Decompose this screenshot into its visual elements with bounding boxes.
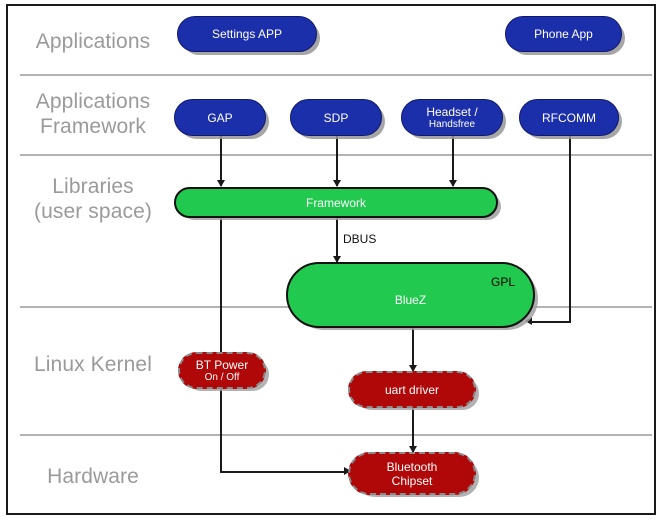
node-gap[interactable]: GAP [174, 99, 266, 136]
layer-label-linux-kernel: Linux Kernel [34, 353, 152, 376]
node-settings-app[interactable]: Settings APP [177, 16, 317, 52]
node-bluez-license-tag: GPL [490, 275, 515, 289]
node-framework[interactable]: Framework [174, 187, 498, 218]
edge-framework-to-chipset-vertical [220, 217, 222, 472]
edge-gap-to-framework [220, 136, 222, 186]
edge-framework-to-chipset-horizontal [220, 471, 348, 473]
node-framework-label: Framework [305, 195, 366, 210]
arrowhead-framework-bluez [333, 256, 341, 263]
arrowhead-rfcomm-bluez [525, 317, 532, 325]
node-phone-app-label: Phone App [534, 27, 593, 41]
node-rfcomm[interactable]: RFCOMM [519, 99, 619, 136]
node-gap-label: GAP [207, 110, 233, 125]
node-bluetooth-chipset-label: Bluetooth [386, 459, 438, 474]
node-bt-power-label: BT Power [195, 357, 249, 372]
layer-label-hardware: Hardware [47, 465, 139, 488]
edge-sdp-to-framework [336, 136, 338, 186]
arrowhead-uart-chipset [409, 446, 417, 453]
node-headset-handsfree[interactable]: Headset / Handsfree [401, 99, 503, 136]
edge-uart-to-chipset [412, 407, 414, 452]
node-bt-power[interactable]: BT Power On / Off [178, 352, 266, 389]
layer-label-applications: Applications [35, 30, 151, 53]
arrowhead-bluez-uart [409, 365, 417, 372]
node-rfcomm-label: RFCOMM [542, 110, 596, 125]
node-bluez[interactable]: GPL BlueZ [286, 262, 535, 328]
layer-label-libraries: Libraries (user space) [34, 175, 152, 223]
diagram-frame [6, 4, 656, 515]
node-uart-driver-label: uart driver [384, 382, 440, 397]
node-bluetooth-chipset-sublabel: Chipset [391, 473, 433, 488]
arrowhead-headset-framework [449, 180, 457, 187]
edge-headset-to-framework [452, 136, 454, 186]
node-settings-app-label: Settings APP [211, 27, 283, 41]
node-bt-power-state: On / Off [204, 371, 240, 383]
node-sdp[interactable]: SDP [290, 99, 382, 136]
node-bluez-label: BlueZ [394, 292, 427, 307]
divider-linux-kernel [20, 434, 652, 436]
arrowhead-gap-framework [217, 180, 225, 187]
edge-bluez-to-uart [412, 327, 414, 371]
node-handsfree-label: Handsfree [428, 118, 476, 130]
edge-framework-to-bluez [336, 217, 338, 263]
divider-applications [20, 74, 652, 76]
node-sdp-label: SDP [323, 110, 349, 125]
layer-label-applications-framework: Applications Framework [35, 90, 151, 138]
arrowhead-sdp-framework [333, 180, 341, 187]
edge-label-dbus: DBUS [341, 232, 379, 246]
node-headset-label: Headset / [426, 104, 478, 119]
edge-rfcomm-to-bluez-vertical [569, 136, 571, 323]
node-uart-driver[interactable]: uart driver [348, 371, 476, 408]
node-bluetooth-chipset[interactable]: Bluetooth Chipset [348, 452, 476, 495]
edge-rfcomm-to-bluez-horizontal [528, 321, 571, 323]
node-phone-app[interactable]: Phone App [505, 16, 622, 52]
